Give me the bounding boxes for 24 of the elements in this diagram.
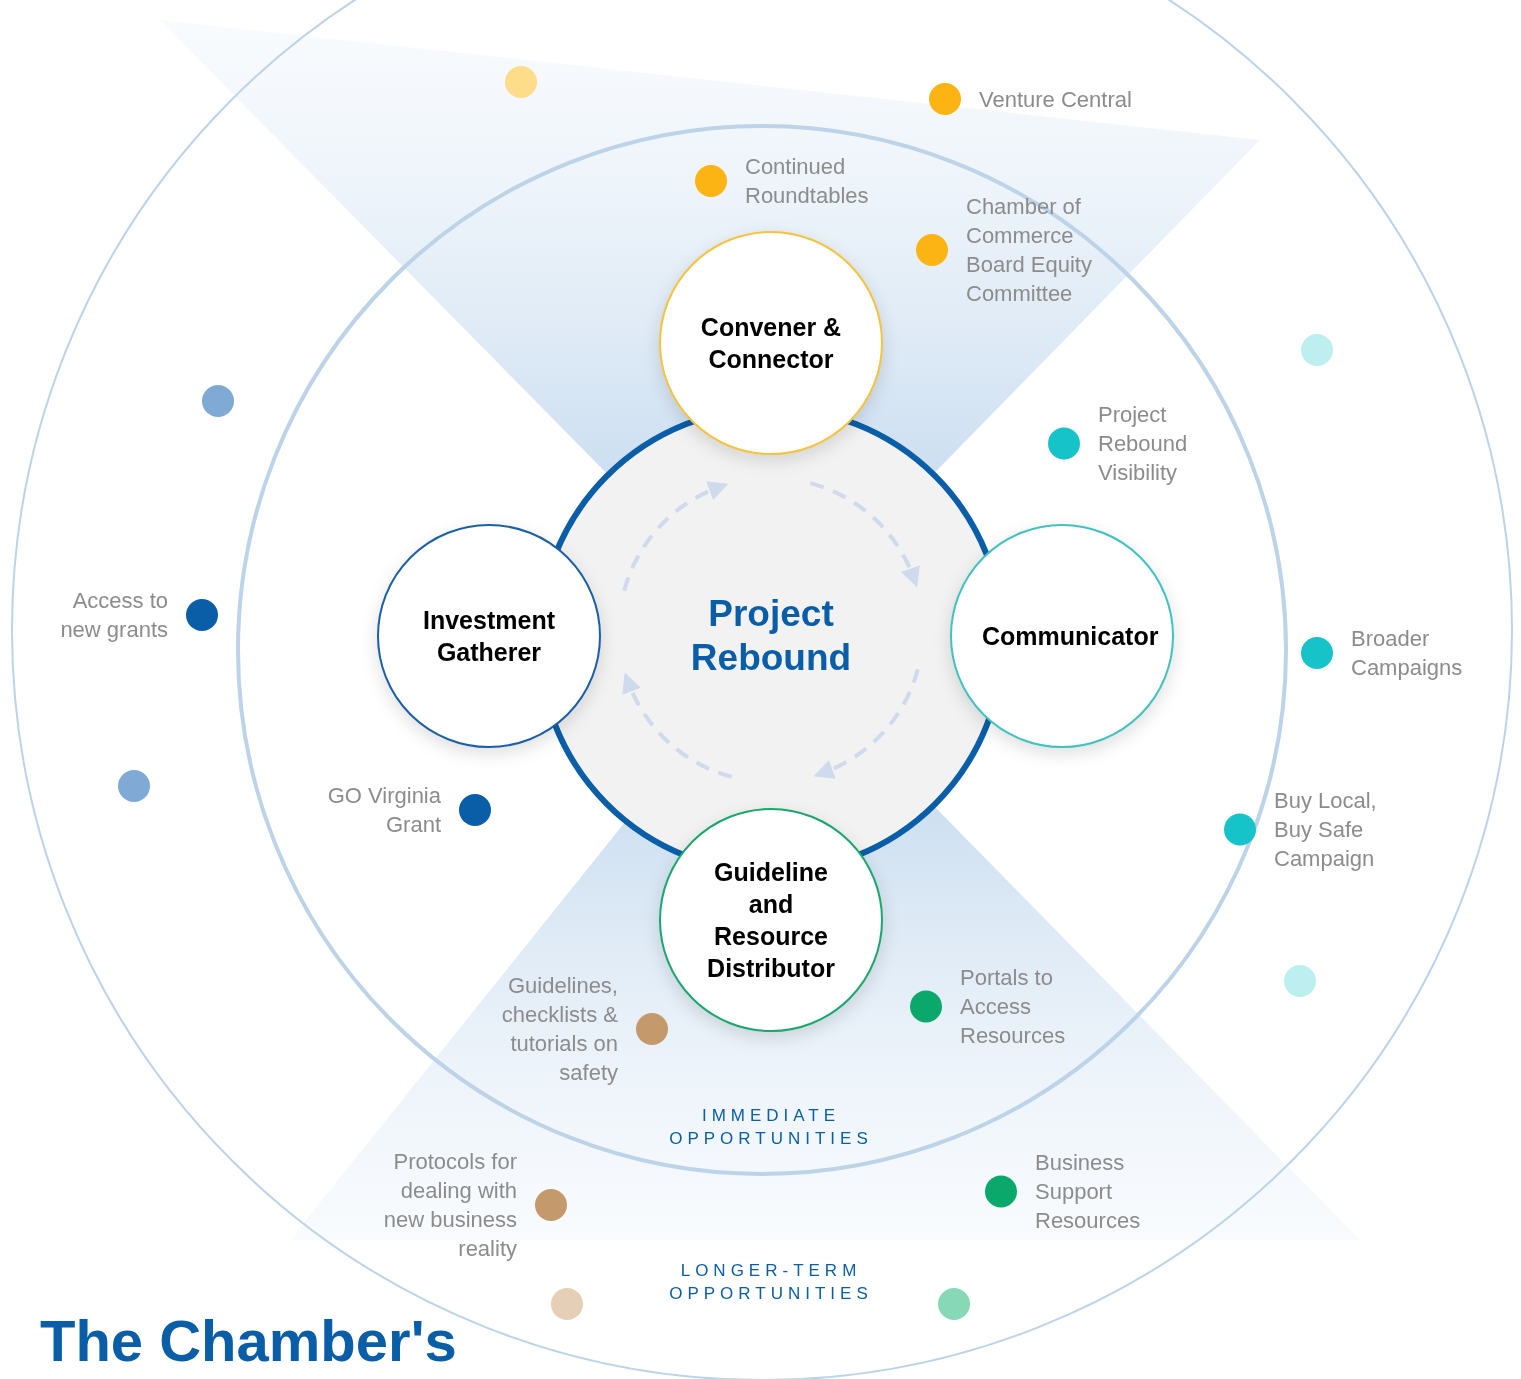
role-circle: Communicator: [950, 524, 1174, 748]
item-label: Buy Local, Buy Safe Campaign: [1274, 786, 1378, 873]
item-label: Venture Central: [979, 85, 1133, 114]
dot-marker: [1284, 965, 1316, 997]
item-label: Business Support Resources: [1035, 1148, 1142, 1235]
dot-marker: [202, 385, 234, 417]
center-title: Project Rebound: [661, 592, 881, 680]
item-label: GO Virginia Grant: [326, 782, 441, 839]
dot-marker: [118, 770, 150, 802]
title: The Chamber's: [40, 1307, 457, 1375]
dot-marker: [551, 1288, 583, 1320]
item-label: Access to new grants: [59, 587, 168, 644]
item-label: Guidelines, checklists & tutorials on safety: [500, 972, 618, 1087]
dot-marker: [938, 1288, 970, 1320]
item-label: Broader Campaigns: [1351, 625, 1464, 682]
item-label: Project Rebound Visibility: [1098, 400, 1189, 487]
item-label: Portals to Access Resources: [960, 963, 1067, 1050]
dot-marker: [1301, 334, 1333, 366]
item-label: Chamber of Commerce Board Equity Committee: [966, 193, 1093, 308]
item-label: Protocols for dealing with new business reality: [382, 1148, 517, 1263]
ring-label: IMMEDIATE OPPORTUNITIES: [668, 1105, 874, 1150]
ring-label: LONGER-TERM OPPORTUNITIES: [668, 1260, 874, 1305]
item-label: Continued Roundtables: [745, 153, 870, 210]
role-circle: Investment Gatherer: [377, 524, 601, 748]
